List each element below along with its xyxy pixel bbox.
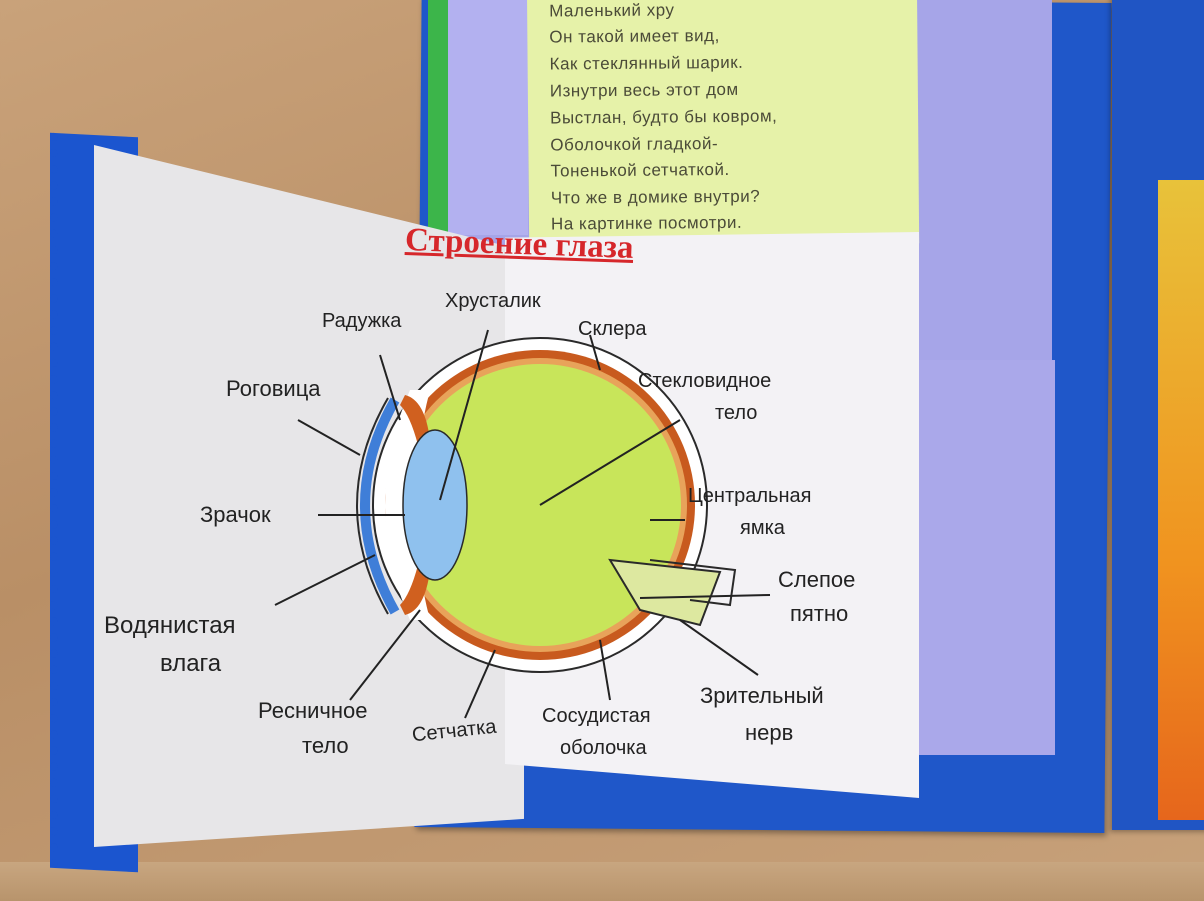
label-blind-spot: Слепое bbox=[778, 567, 856, 592]
cornea-shape bbox=[360, 397, 400, 615]
label-optic-nerve-2: нерв bbox=[745, 720, 794, 745]
label-blind-spot-2: пятно bbox=[790, 601, 849, 626]
label-pupil: Зрачок bbox=[200, 502, 271, 527]
iris-top-shape bbox=[400, 395, 430, 445]
green-strip bbox=[428, 0, 448, 235]
label-choroid-2: оболочка bbox=[560, 737, 647, 759]
label-ciliary-2: тело bbox=[302, 733, 349, 758]
optic-nerve-shape bbox=[608, 558, 722, 627]
label-cornea: Роговица bbox=[226, 376, 321, 401]
adjacent-panel-picture bbox=[1158, 180, 1204, 820]
label-vitreous: Стекловидное bbox=[638, 370, 772, 392]
label-iris: Радужка bbox=[322, 310, 402, 332]
label-lens: Хрусталик bbox=[445, 290, 541, 312]
diagram-title: Строение глаза bbox=[404, 222, 635, 266]
label-vitreous-2: тело bbox=[715, 402, 758, 424]
lens-shape bbox=[402, 429, 468, 581]
label-fovea: Центральная bbox=[688, 485, 812, 507]
label-choroid: Сосудистая bbox=[542, 705, 651, 727]
lavender-pocket-front bbox=[905, 360, 1055, 755]
lavender-pocket-left bbox=[438, 0, 528, 235]
tabletop bbox=[0, 862, 1204, 901]
label-aqueous-2: влага bbox=[160, 650, 222, 677]
iris-bottom-shape bbox=[400, 565, 430, 615]
label-optic-nerve: Зрительный bbox=[700, 683, 824, 708]
label-sclera: Склера bbox=[578, 318, 647, 340]
label-aqueous: Водянистая bbox=[104, 612, 236, 639]
label-ciliary: Ресничное bbox=[258, 698, 368, 723]
label-fovea-2: ямка bbox=[740, 517, 785, 539]
